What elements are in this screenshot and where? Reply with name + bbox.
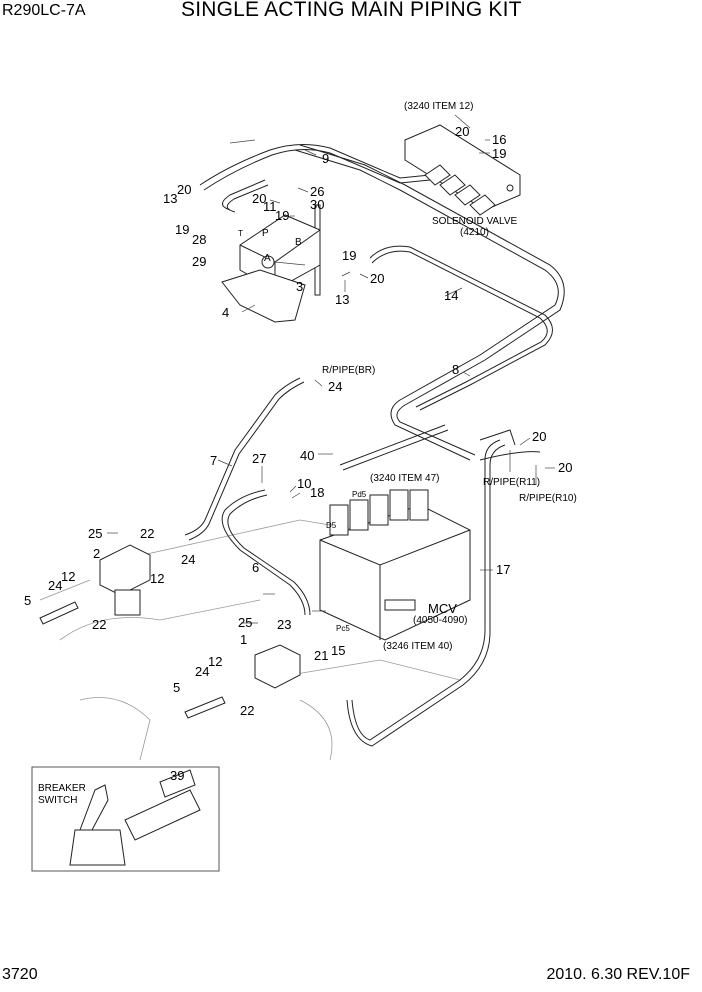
callout-label: 19 xyxy=(342,248,356,263)
callout-label: 3 xyxy=(296,279,303,294)
pipe-7 xyxy=(184,377,305,541)
callout-label: 22 xyxy=(92,617,106,632)
callout-label: 15 xyxy=(331,643,345,658)
callout-label: 39 xyxy=(170,768,184,783)
callout-label: 20 xyxy=(532,429,546,444)
callout-label: 18 xyxy=(310,485,324,500)
callout-label: 2 xyxy=(93,546,100,561)
callout-label: 9 xyxy=(322,151,329,166)
bracket-plate xyxy=(221,269,306,323)
callout-label: SOLENOID VALVE xyxy=(432,216,518,227)
callout-label: (4050-4090) xyxy=(413,615,467,626)
leader-lines xyxy=(107,114,555,624)
callout-label: A xyxy=(264,253,271,264)
callout-label: 19 xyxy=(492,146,506,161)
callout-label: 24 xyxy=(181,552,195,567)
callout-label: Pc5 xyxy=(336,624,350,633)
callout-label: 16 xyxy=(492,132,506,147)
callout-label: 25 xyxy=(238,615,252,630)
callout-label: MCV xyxy=(428,601,457,616)
callout-label: 8 xyxy=(452,362,459,377)
callout-label: 29 xyxy=(192,254,206,269)
callout-labels: 20 16 19 9 20 13 19 20 11 19 26 30 28 29… xyxy=(24,101,577,806)
callout-label: 5 xyxy=(24,593,31,608)
callout-label: (3240 ITEM 12) xyxy=(404,101,473,112)
callout-label: R/PIPE(R10) xyxy=(519,493,577,504)
callout-label: 20 xyxy=(177,182,191,197)
callout-label: 23 xyxy=(277,617,291,632)
model-code: R290LC-7A xyxy=(2,2,86,19)
callout-label: 12 xyxy=(150,571,164,586)
page-title: SINGLE ACTING MAIN PIPING KIT xyxy=(181,0,522,21)
callout-label: P xyxy=(262,228,269,239)
pipe-9 xyxy=(199,144,565,461)
callout-label: (3240 ITEM 47) xyxy=(370,473,439,484)
hose-5-b xyxy=(184,696,226,719)
pipe-14 xyxy=(369,245,553,411)
callout-label: BREAKER xyxy=(38,783,86,794)
callout-label: 5 xyxy=(173,680,180,695)
callout-label: 26 xyxy=(310,184,324,199)
callout-label: (4210) xyxy=(460,227,489,238)
callout-label: 17 xyxy=(496,562,510,577)
callout-label: 27 xyxy=(252,451,266,466)
pipe-r11-r10 xyxy=(479,429,541,461)
callout-label: D5 xyxy=(326,521,337,530)
callout-label: 22 xyxy=(140,526,154,541)
callout-label: 21 xyxy=(314,648,328,663)
valve-block-1 xyxy=(254,644,301,689)
callout-label: 24 xyxy=(328,379,342,394)
callout-label: R/PIPE(R11) xyxy=(483,477,540,488)
callout-label: 20 xyxy=(455,124,469,139)
callout-label: SWITCH xyxy=(38,795,77,806)
pipe-6 xyxy=(221,489,311,616)
callout-label: 13 xyxy=(163,191,177,206)
callout-label: (3246 ITEM 40) xyxy=(383,641,452,652)
callout-label: 11 xyxy=(263,199,277,214)
revision-date: 2010. 6.30 REV.10F xyxy=(546,966,690,983)
hose-5-a xyxy=(39,601,79,625)
callout-label: 24 xyxy=(195,664,209,679)
callout-label: 12 xyxy=(208,654,222,669)
solenoid-valve xyxy=(404,124,521,216)
callout-label: 20 xyxy=(558,460,572,475)
callout-label: 24 xyxy=(48,578,62,593)
pipe-17 xyxy=(346,439,506,747)
callout-label: 22 xyxy=(240,703,254,718)
callout-label: 28 xyxy=(192,232,206,247)
callout-label: 4 xyxy=(222,305,229,320)
callout-label: 1 xyxy=(240,632,247,647)
pipe-8-line xyxy=(339,424,449,471)
callout-label: 7 xyxy=(210,453,217,468)
callout-label: 12 xyxy=(61,569,75,584)
callout-label: 13 xyxy=(335,292,349,307)
callout-label: T xyxy=(238,229,243,238)
callout-label: 19 xyxy=(175,222,189,237)
page-number: 3720 xyxy=(2,966,38,983)
callout-label: B xyxy=(295,237,302,248)
callout-label: 20 xyxy=(370,271,384,286)
callout-label: Pd5 xyxy=(352,490,367,499)
callout-label: 14 xyxy=(444,288,458,303)
callout-label: 20 xyxy=(252,191,266,206)
callout-label: 10 xyxy=(297,476,311,491)
callout-label: 40 xyxy=(300,448,314,463)
callout-label: R/PIPE(BR) xyxy=(322,365,375,376)
pipe-11 xyxy=(222,179,269,213)
valve-block-2 xyxy=(99,544,151,616)
callout-label: 25 xyxy=(88,526,102,541)
callout-label: 19 xyxy=(275,208,289,223)
callout-label: 6 xyxy=(252,560,259,575)
callout-label: 30 xyxy=(310,197,324,212)
mcv-block xyxy=(319,489,471,641)
breaker-switch-inset xyxy=(31,766,220,872)
